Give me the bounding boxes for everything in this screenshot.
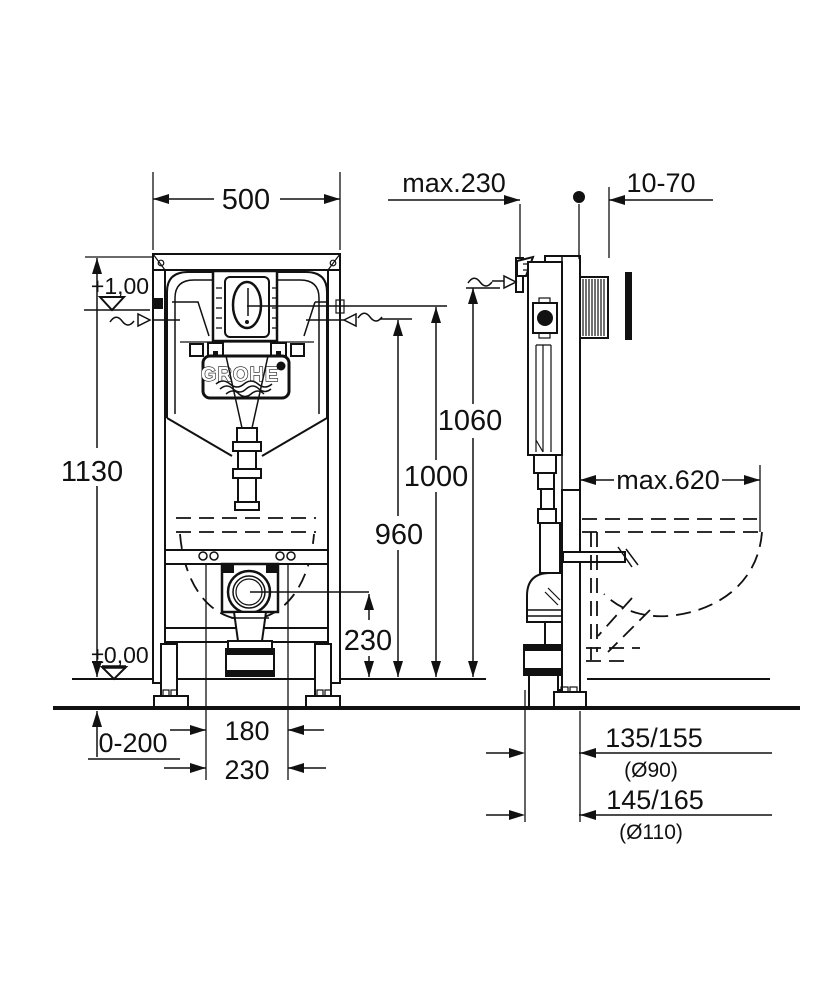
registered-dot-icon xyxy=(276,361,286,371)
side-view-frame xyxy=(515,255,763,708)
level-triangle-icon xyxy=(97,296,127,312)
grohe-wave-icon xyxy=(215,380,273,398)
clip-bar xyxy=(180,341,314,358)
arrow-up-icon xyxy=(468,288,478,304)
arrow-right-icon xyxy=(744,475,760,485)
side-flush-pipe xyxy=(533,454,561,574)
dim-height-label: 1130 xyxy=(61,456,123,488)
dim-bolt-inner-label: 180 xyxy=(224,716,269,746)
arrow-left-icon xyxy=(609,195,625,205)
dimension-1060: 1060 xyxy=(438,288,503,677)
frame-rail-left xyxy=(152,254,166,684)
arrow-left-icon xyxy=(580,748,596,758)
drain-connector xyxy=(220,562,280,615)
dimension-bolt-spacing: 180 230 xyxy=(164,563,326,785)
dimension-960: 960 xyxy=(375,320,423,677)
outlet-elbow xyxy=(225,611,275,677)
arrow-left-icon xyxy=(580,475,596,485)
dimension-bowl-depth: max.620 xyxy=(580,465,761,532)
water-supply-arrow-left xyxy=(109,312,180,328)
dim-outlet-height-label: 230 xyxy=(344,625,392,657)
arrow-right-icon xyxy=(504,195,520,205)
frame-feet xyxy=(153,643,341,708)
dim-bowl-depth-label: max.620 xyxy=(616,465,720,495)
front-view-frame: GROHE xyxy=(152,253,345,708)
dimension-outlet-offsets: 135/155 (Ø90) 145/165 (Ø110) xyxy=(486,690,772,844)
level-marker-top: +1,00 xyxy=(84,273,150,312)
water-supply-arrow-right xyxy=(306,312,383,328)
dimension-1000: 1000 xyxy=(404,307,469,677)
level-marker-zero: ±0,00 xyxy=(91,642,149,681)
arrow-up-icon xyxy=(364,594,374,610)
mounting-crossbar xyxy=(164,549,329,565)
flush-button-oval xyxy=(231,280,263,330)
arrow-left-icon xyxy=(580,810,596,820)
arrow-up-icon xyxy=(431,307,441,323)
arrow-down-icon xyxy=(431,661,441,677)
dim-outlet-b-dia-label: (Ø110) xyxy=(619,821,683,844)
finished-wall-mark xyxy=(625,272,632,340)
side-frame-leg xyxy=(561,489,581,693)
dim-depth-label: max.230 xyxy=(402,168,506,198)
dimension-wall-10-70: 10-70 xyxy=(608,168,713,258)
toilet-bowl-outline-side xyxy=(582,518,763,662)
dimension-floor-adjust: 0-200 xyxy=(88,711,180,760)
flow-arrow-icon xyxy=(137,312,152,328)
arrow-left-icon xyxy=(288,725,304,735)
level-triangle-icon xyxy=(99,666,129,681)
dim-1060-label: 1060 xyxy=(438,405,503,437)
dimension-outlet-height-230: 230 xyxy=(344,594,392,677)
arrow-right-icon xyxy=(509,748,525,758)
frame-top-plate xyxy=(152,253,341,271)
dim-width-label: 500 xyxy=(222,184,270,216)
water-supply-stub xyxy=(153,298,163,309)
arrow-up-icon xyxy=(92,258,102,274)
water-supply-arrow-side xyxy=(467,274,518,290)
arrow-right-icon xyxy=(509,810,525,820)
dim-wall-label: 10-70 xyxy=(626,168,695,198)
reference-lines xyxy=(247,287,500,593)
arrow-up-icon xyxy=(393,320,403,336)
dimension-depth-max230: max.230 xyxy=(388,168,521,258)
side-frame-foot xyxy=(553,691,587,708)
inspection-window xyxy=(532,297,558,339)
mounting-rod xyxy=(562,546,639,568)
flow-arrow-icon xyxy=(503,274,518,290)
grohe-logo-text: GROHE xyxy=(201,364,279,386)
datum-dot-icon xyxy=(573,191,585,203)
arrow-down-icon xyxy=(92,661,102,677)
dim-outlet-a-dia-label: (Ø90) xyxy=(624,759,678,782)
arrow-down-icon xyxy=(393,661,403,677)
arrow-left-icon xyxy=(153,194,169,204)
arrow-up-icon xyxy=(92,711,102,727)
level-top-label: +1,00 xyxy=(91,273,149,299)
arrow-right-icon xyxy=(190,763,206,773)
dim-outlet-a-label: 135/155 xyxy=(605,723,703,753)
arrow-left-icon xyxy=(288,763,304,773)
grohe-logo-badge: GROHE xyxy=(200,354,291,400)
flush-plate-frame xyxy=(211,269,279,343)
cistern-side xyxy=(527,261,563,456)
arrow-right-icon xyxy=(324,194,340,204)
frame-rail-right xyxy=(327,254,341,684)
arrow-down-icon xyxy=(468,661,478,677)
dim-bolt-outer-label: 230 xyxy=(224,755,269,785)
dim-outlet-b-label: 145/165 xyxy=(606,785,704,815)
dim-floor-adjust-label: 0-200 xyxy=(98,728,167,758)
arrow-down-icon xyxy=(364,661,374,677)
arrow-right-icon xyxy=(190,725,206,735)
flush-plate-spacer xyxy=(579,276,609,339)
dim-1000-label: 1000 xyxy=(404,461,469,493)
dimension-width-500: 500 xyxy=(152,172,341,250)
flow-arrow-icon xyxy=(342,312,357,328)
flush-pipe xyxy=(225,355,269,511)
dim-960-label: 960 xyxy=(375,519,423,551)
dimension-height-1130: 1130 xyxy=(61,256,153,677)
frame-face-datum xyxy=(573,191,585,259)
level-zero-label: ±0,00 xyxy=(91,642,148,668)
